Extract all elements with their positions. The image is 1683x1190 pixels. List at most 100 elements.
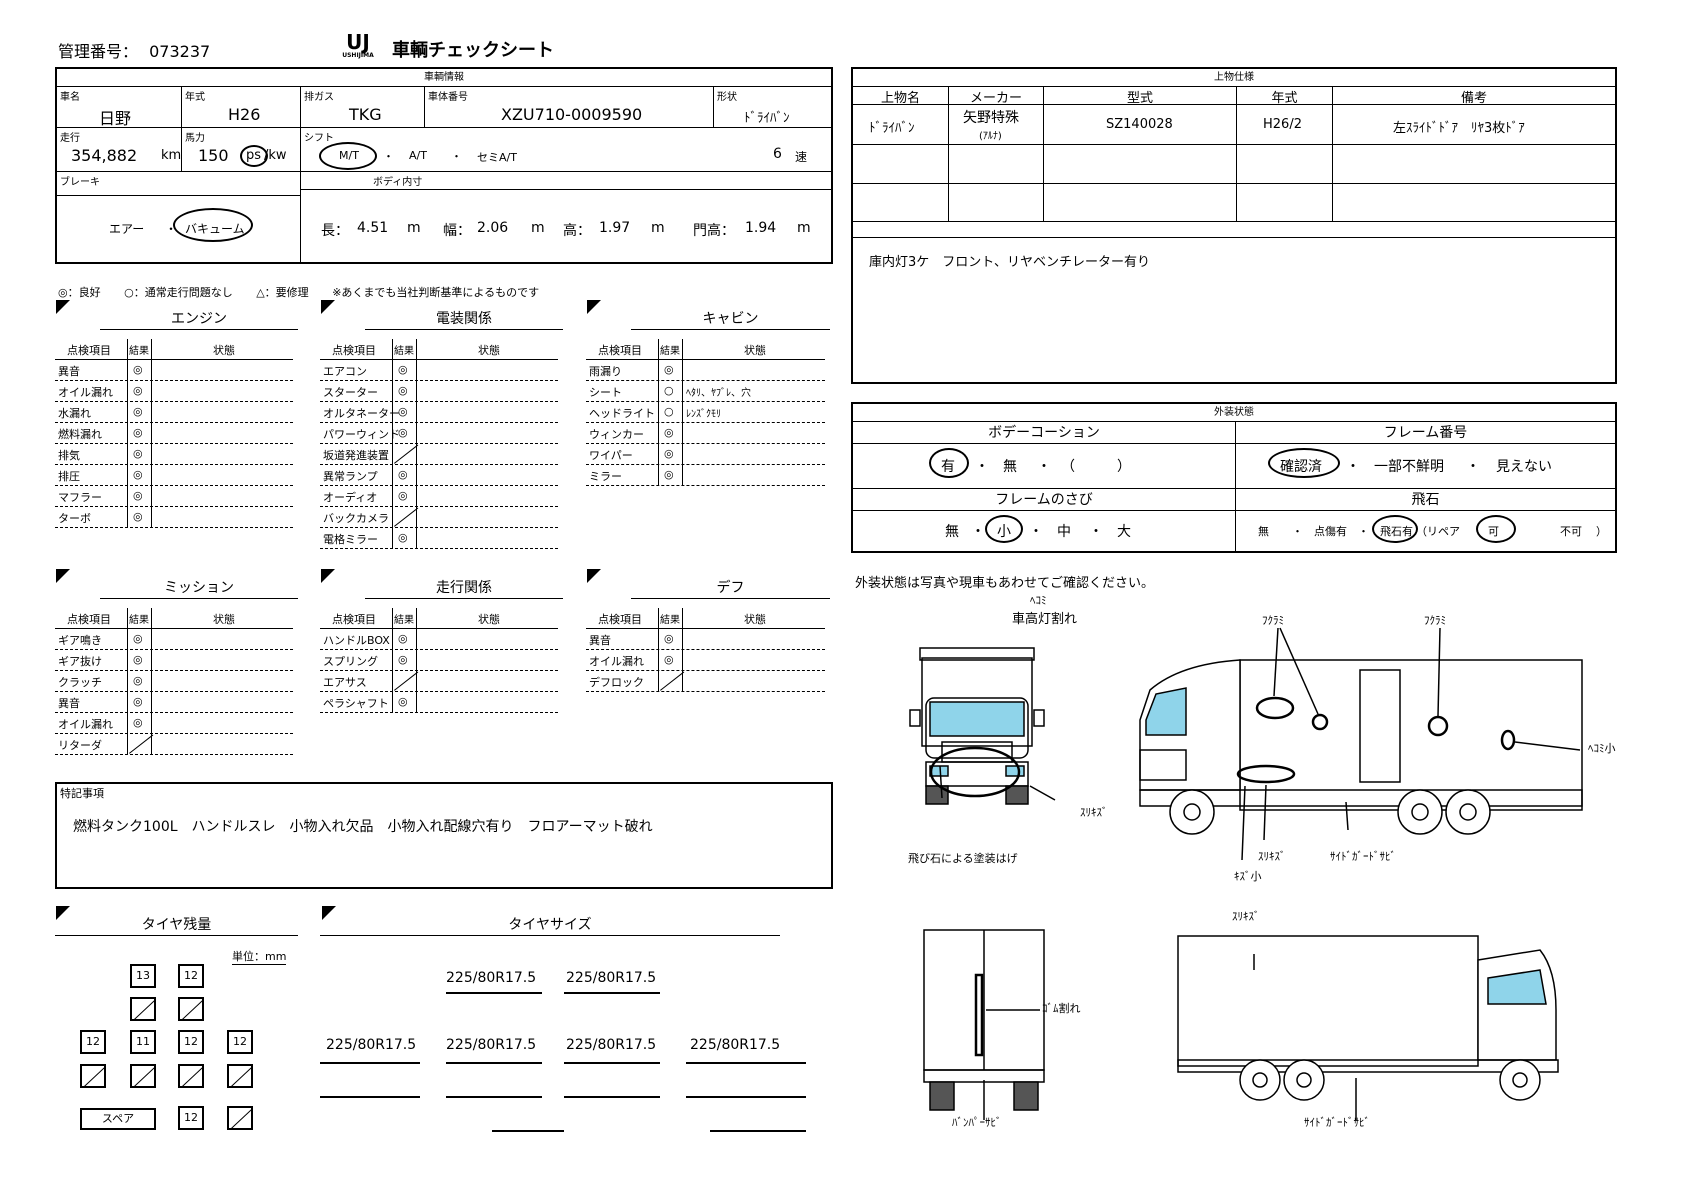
engine-result: ◎	[133, 468, 143, 481]
engine-title: エンジン	[100, 308, 298, 330]
cabin-result: ○	[664, 405, 674, 418]
legend: ◎：良好 ○：通常走行問題なし △：要修理 ※あくまでも当社判断基準によるもので…	[58, 284, 539, 300]
engine-item: 異音	[58, 365, 80, 378]
mission-result: ◎	[133, 695, 143, 708]
diff-row: デフロック	[586, 671, 825, 692]
diff-result: ◎	[664, 632, 674, 645]
engine-result: ◎	[133, 510, 143, 523]
electric-item: オーディオ	[323, 491, 378, 504]
cabin-row: 雨漏り◎	[586, 360, 825, 381]
electric-item: パワーウィンド	[323, 428, 400, 441]
tire-size-front-left: 225/80R17.5	[446, 970, 537, 986]
brake-label: ブレーキ	[60, 177, 100, 188]
emission-value: TKG	[349, 105, 382, 124]
electric-result: ◎	[398, 531, 408, 544]
upper-year-cell: H26/2	[1237, 105, 1333, 145]
diff-na-slash	[660, 671, 685, 691]
truck-diagram	[909, 627, 1583, 1120]
upper-maker-sub: (ｱﾙﾅ)	[979, 131, 1002, 142]
dot-2: ・	[451, 150, 462, 163]
electric-row: オーディオ◎	[320, 486, 558, 507]
col-result: 結果	[394, 615, 414, 626]
mission-marker	[56, 569, 70, 583]
engine-row: 排圧◎	[55, 465, 293, 486]
engine-row: ターボ◎	[55, 507, 293, 528]
chip-repair-ok-circle	[1476, 515, 1516, 543]
note-bulge-2: ﾌｸﾗﾐ	[1424, 614, 1446, 627]
electric-result: ◎	[398, 468, 408, 481]
note-side-guard-rust-1: ｻｲﾄﾞｶﾞｰﾄﾞｻﾋﾞ	[1330, 850, 1396, 863]
tire-size-line	[564, 992, 660, 994]
diff-col-header: 点検項目結果状態	[586, 608, 825, 692]
year-value: H26	[228, 105, 261, 124]
running-title: 走行関係	[365, 577, 563, 599]
rust-small-circle	[985, 515, 1023, 543]
chip-repair-ng: 不可	[1560, 525, 1582, 538]
legend-fix: △：要修理	[256, 286, 309, 299]
exterior-deco-label: ボデーコーション	[853, 422, 1236, 444]
running-result: ◎	[398, 632, 408, 645]
mileage-label: 走行	[60, 133, 80, 144]
engine-row: マフラー◎	[55, 486, 293, 507]
rust-big: 大	[1117, 524, 1131, 540]
tire-rear-1: 12	[80, 1030, 106, 1054]
legend-good: ◎：良好	[58, 286, 101, 299]
electric-result: ◎	[398, 426, 408, 439]
diff-marker	[587, 569, 601, 583]
tire-rear-1-na	[80, 1064, 106, 1088]
management-label: 管理番号：	[58, 42, 139, 61]
width-unit: m	[531, 220, 545, 236]
engine-result: ◎	[133, 363, 143, 376]
upper-empty	[1237, 184, 1333, 222]
cabin-result: ○	[664, 384, 674, 397]
col-item: 点検項目	[598, 344, 642, 357]
legend-ok: ○：通常走行問題なし	[124, 286, 233, 299]
tire-rear-2-na	[130, 1064, 156, 1088]
tire-front-left-na	[130, 997, 156, 1021]
logo-text: UJ	[346, 30, 370, 54]
electric-marker	[321, 300, 335, 314]
upper-body-table: 上物仕様 上物名 メーカー 型式 年式 備考 ﾄﾞﾗｲﾊﾞﾝ 矢野特殊(ｱﾙﾅ)…	[851, 67, 1617, 384]
tire-remain-marker	[56, 906, 70, 920]
engine-result: ◎	[133, 405, 143, 418]
tire-spare-na	[227, 1106, 253, 1130]
note-dent-top: ﾍｺﾐ	[1030, 594, 1047, 607]
col-result: 結果	[394, 346, 414, 357]
mission-result: ◎	[133, 653, 143, 666]
electric-item: エアコン	[323, 365, 367, 378]
diff-item: オイル漏れ	[589, 655, 644, 668]
cabin-result: ◎	[664, 468, 674, 481]
engine-row: 異音 ◎	[55, 360, 293, 381]
note-scratch-2: ｽﾘｷｽﾞ	[1258, 850, 1286, 863]
frame-no-none: 見えない	[1496, 459, 1552, 475]
electric-result: ◎	[398, 363, 408, 376]
engine-result: ◎	[133, 384, 143, 397]
engine-item: マフラー	[58, 491, 102, 504]
tire-size-line	[564, 1096, 660, 1098]
shape-cell: 形状ﾄﾞﾗｲﾊﾞﾝ	[714, 87, 831, 128]
engine-marker	[56, 300, 70, 314]
electric-row: オルタネーター◎	[320, 402, 558, 423]
special-notes-label: 特記事項	[60, 787, 104, 800]
cabin-title: キャビン	[631, 308, 830, 330]
mt-selected-circle	[319, 142, 377, 170]
frame-no-partial: 一部不鮮明	[1374, 459, 1444, 475]
tire-rear-3: 12	[178, 1030, 204, 1054]
upper-empty	[1333, 145, 1615, 184]
tire-size-line	[686, 1062, 806, 1064]
upper-empty	[853, 145, 949, 184]
dot: ・	[1358, 525, 1369, 538]
note-scratch-1: ｽﾘｷｽﾞ	[1080, 806, 1108, 819]
running-na-slash	[394, 671, 419, 691]
col-state: 状態	[744, 344, 766, 357]
mission-title: ミッション	[100, 577, 298, 599]
mission-item: ギア鳴き	[58, 634, 102, 647]
cabin-row: シート○ﾍﾀﾘ、ﾔﾌﾞﾚ、穴	[586, 381, 825, 402]
electric-row: 異常ランプ◎	[320, 465, 558, 486]
cabin-result: ◎	[664, 363, 674, 376]
upper-remarks: 庫内灯3ケ フロント、リヤベンチレーター有り	[869, 255, 1151, 270]
management-number: 管理番号： 073237	[58, 38, 210, 62]
